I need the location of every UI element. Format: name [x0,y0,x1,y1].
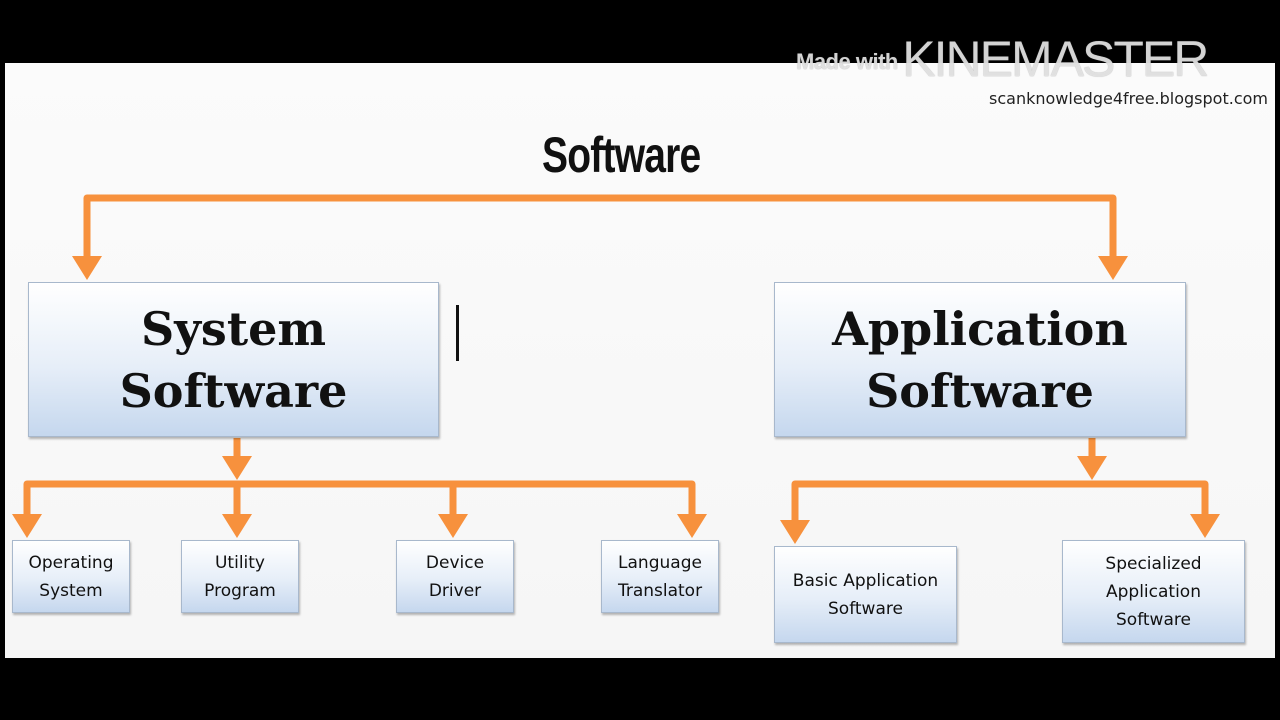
arrowhead-device-driver [438,514,468,538]
application-software-label-line2: Software [866,363,1094,418]
language-translator-label-line1: Language [618,552,702,573]
system-software-label-line1: System [140,301,327,356]
arrowhead-language-translator [677,514,707,538]
basic-application-label-line2: Software [828,598,903,619]
operating-system-label-line1: Operating [28,552,114,573]
application-children-connector [791,480,1209,520]
system-software-label-line2: Software [119,363,348,418]
basic-application-label-line1: Basic Application [792,570,939,591]
arrowhead-application-software [1098,256,1128,280]
application-software-box: Application Software [774,282,1186,437]
application-software-label-line1: Application [832,301,1128,356]
device-driver-label-line2: Driver [428,580,482,601]
arrowhead-application-branch [1077,456,1107,480]
arrowhead-specialized-application [1190,514,1220,538]
operating-system-label-line2: System [39,580,103,601]
watermark-made-with: Made with [796,49,898,74]
text-cursor [456,305,459,361]
arrowhead-basic-application [780,520,810,544]
utility-program-label-line1: Utility [214,552,265,573]
utility-program-box: Utility Program [181,540,299,613]
operating-system-box: Operating System [12,540,130,613]
language-translator-label-line2: Translator [617,580,703,601]
basic-application-software-box: Basic Application Software [774,546,957,643]
arrowhead-operating-system [12,514,42,538]
arrowhead-system-software [72,256,102,280]
arrowhead-utility-program [222,514,252,538]
system-children-connector [23,480,696,516]
kinemaster-watermark: Made with KINEMASTER [796,30,1209,88]
specialized-application-label-line1: Specialized [1105,553,1202,574]
system-software-box: System Software [28,282,439,437]
arrowhead-system-branch [222,456,252,480]
device-driver-box: Device Driver [396,540,514,613]
site-url: scanknowledge4free.blogspot.com [989,89,1268,108]
diagram-title: Software [542,127,701,183]
utility-program-label-line2: Program [204,580,276,601]
language-translator-box: Language Translator [601,540,719,613]
device-driver-label-line1: Device [425,552,485,573]
root-connector [83,194,1117,258]
specialized-application-software-box: Specialized Application Software [1062,540,1245,643]
watermark-brand: KINEMASTER [902,31,1209,87]
specialized-application-label-line3: Software [1116,609,1191,630]
specialized-application-label-line2: Application [1106,581,1201,602]
